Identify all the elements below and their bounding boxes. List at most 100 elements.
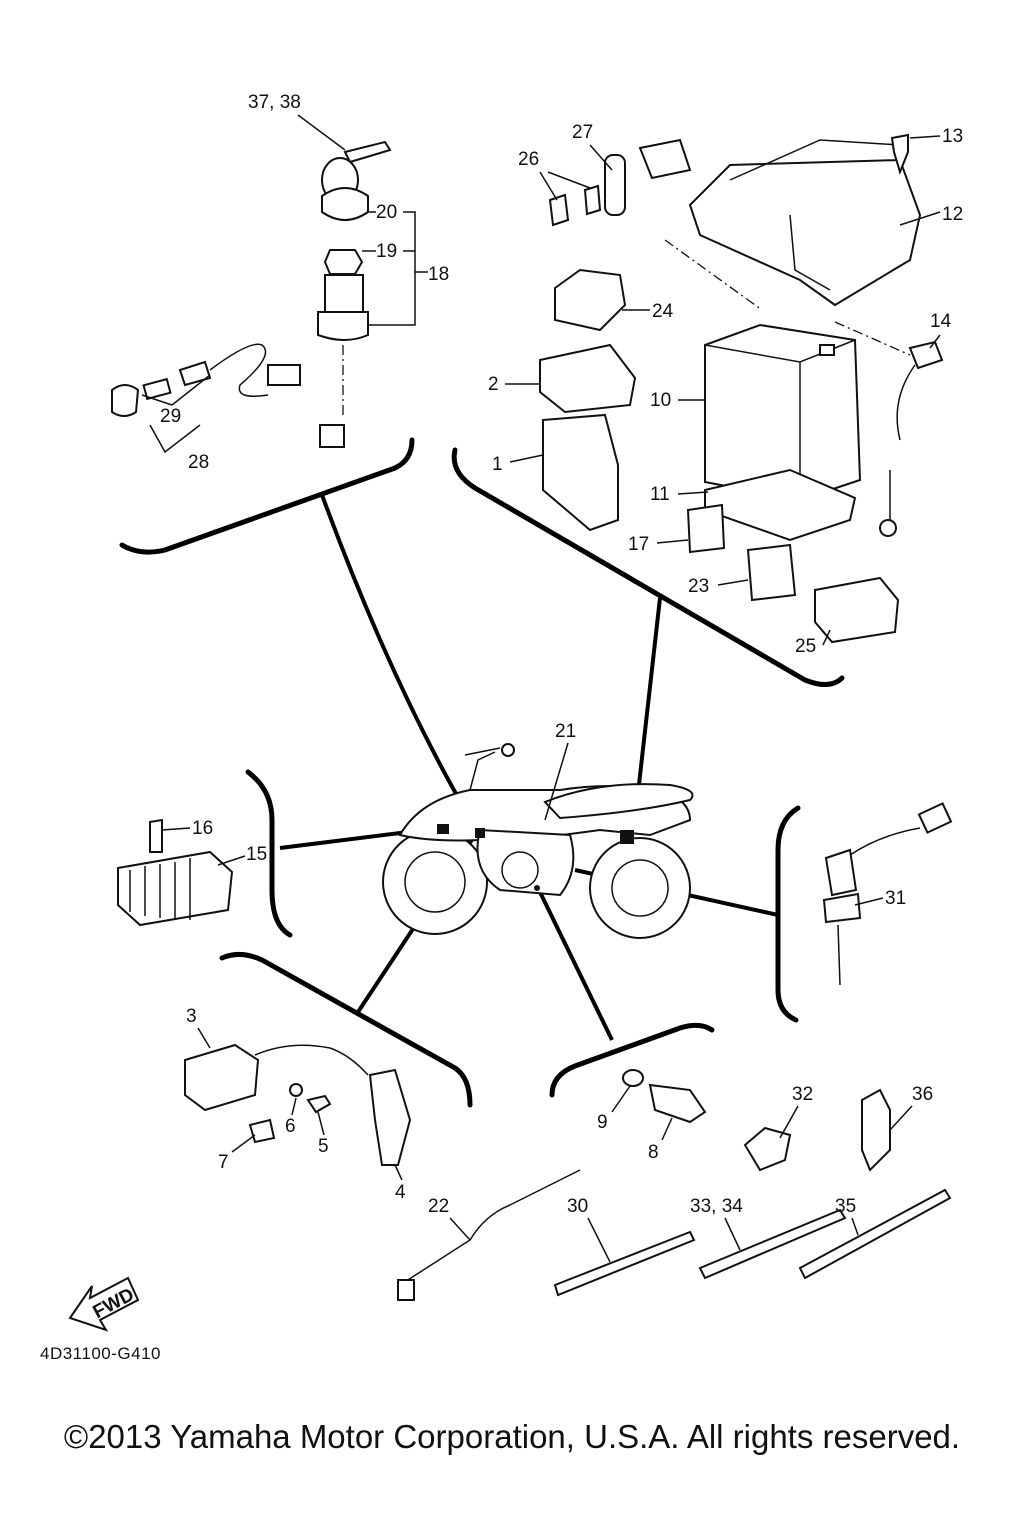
battery-band [688, 158, 922, 307]
ignition-coil [184, 1043, 260, 1112]
callout-26: 26 [518, 149, 539, 170]
callout-18: 18 [428, 264, 449, 285]
callout-20: 20 [376, 202, 397, 223]
marker-regulator [437, 824, 449, 834]
callout-6: 6 [285, 1116, 296, 1137]
switch-nut [323, 249, 364, 275]
oil-pressure-switch [648, 1083, 707, 1124]
regulator-group [117, 818, 234, 927]
callout-22: 22 [428, 1196, 449, 1217]
fuse-box [814, 576, 900, 644]
atv-rear-wheel [589, 837, 691, 939]
battery [704, 323, 862, 502]
callout-13: 13 [942, 126, 963, 147]
fwd-arrow-icon: FWD [68, 1276, 140, 1332]
callout-labels: 37, 38 20 19 18 29 28 27 26 13 12 24 14 … [160, 92, 963, 1217]
ignition-key [343, 140, 392, 164]
callout-9: 9 [597, 1112, 608, 1133]
callout-28: 28 [188, 452, 209, 473]
boot-cap [111, 384, 140, 417]
callout-11: 11 [650, 484, 670, 505]
washer [289, 1083, 303, 1097]
tie-35 [798, 1188, 952, 1280]
callout-15: 15 [246, 844, 267, 865]
callout-10: 10 [650, 390, 671, 411]
group-brackets [119, 437, 845, 1108]
bracket-ignition-group [119, 437, 415, 555]
atv-engine [476, 828, 575, 897]
callout-23: 23 [688, 576, 709, 597]
switch-body [324, 274, 364, 316]
callout-25: 25 [795, 636, 816, 657]
callout-21: 21 [555, 721, 576, 742]
sensor-connector [917, 802, 953, 834]
callout-27: 27 [572, 122, 593, 143]
switch-clamp-group [397, 1069, 952, 1301]
coil-screw [248, 1118, 276, 1144]
small-relay [686, 503, 726, 554]
atv-seat [543, 783, 694, 820]
coil-group [184, 1043, 412, 1166]
callout-30: 30 [567, 1196, 588, 1217]
gasket [622, 1069, 644, 1087]
marker-battery [620, 830, 634, 844]
callout-7: 7 [218, 1152, 229, 1173]
callout-2: 2 [488, 374, 499, 395]
leader-ignition [320, 494, 470, 817]
relay-box [539, 343, 637, 414]
tie-30 [553, 1230, 696, 1297]
callout-14: 14 [930, 311, 952, 332]
callout-3: 3 [186, 1006, 197, 1027]
battery-lead [908, 340, 944, 370]
battery-relay-group [539, 133, 944, 644]
callout-8: 8 [648, 1142, 659, 1163]
leader-switch [536, 887, 614, 1041]
cable-boot [178, 360, 212, 387]
switch-connector [319, 424, 345, 448]
neutral-sensor [824, 848, 858, 897]
switch-cover [321, 187, 369, 221]
callout-33-34: 33, 34 [690, 1196, 743, 1217]
callout-1: 1 [492, 454, 503, 475]
sensor-group [822, 802, 953, 986]
atv-front-wheel [382, 829, 488, 935]
clamp-32 [743, 1126, 792, 1172]
marker-coil [475, 828, 485, 838]
callout-36: 36 [912, 1084, 933, 1105]
callout-17: 17 [628, 534, 649, 555]
callout-19: 19 [376, 241, 397, 262]
starter-relay [554, 268, 627, 332]
atv-vehicle [382, 743, 694, 939]
parts-diagram: FWD 37, 38 20 19 18 29 28 27 26 13 12 24… [68, 92, 963, 1332]
callout-32: 32 [792, 1084, 813, 1105]
terminal-cover [638, 138, 692, 180]
bracket-coil-group [219, 952, 473, 1108]
clamp-36 [861, 1088, 891, 1172]
meter-connector [267, 364, 301, 386]
callout-29: 29 [160, 406, 181, 427]
copyright-notice: ©2013 Yamaha Motor Corporation, U.S.A. A… [63, 1418, 961, 1455]
callout-4: 4 [395, 1182, 406, 1203]
diagram-code: 4D31100-G410 [40, 1344, 161, 1363]
callout-leaders [141, 114, 941, 1263]
bracket-battery-group [451, 447, 845, 687]
spark-plug-cap [368, 1068, 412, 1166]
starter-circuit-relay [746, 543, 797, 602]
callout-37-38: 37, 38 [248, 92, 301, 113]
callout-31: 31 [885, 888, 906, 909]
regulator-bolt [149, 818, 163, 853]
harness-connector [397, 1279, 415, 1301]
coil-bolt [306, 1094, 332, 1114]
relay-boot [604, 154, 626, 216]
bracket-regulator-group [245, 769, 293, 938]
ignition-switch-group [111, 140, 392, 448]
callout-24: 24 [652, 301, 674, 322]
bracket-sensor-group [775, 805, 801, 1023]
callout-16: 16 [192, 818, 213, 839]
leader-battery [633, 597, 662, 821]
callout-12: 12 [942, 204, 963, 225]
callout-35: 35 [835, 1196, 856, 1217]
tie-3334 [698, 1208, 847, 1280]
callout-5: 5 [318, 1136, 329, 1157]
bracket-switch-group [549, 1022, 715, 1098]
